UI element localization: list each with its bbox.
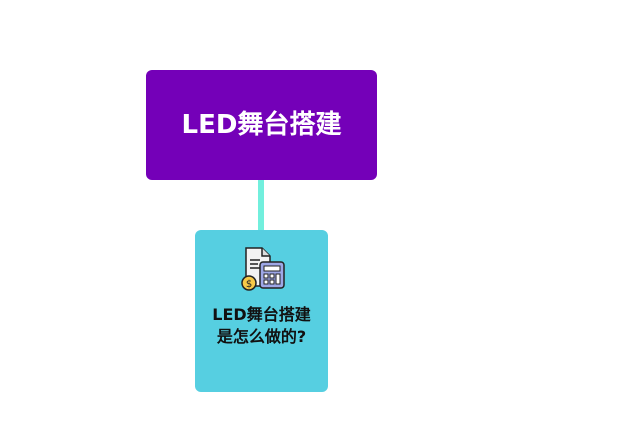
root-node-label: LED舞台搭建 (181, 110, 342, 140)
connector-line (258, 180, 264, 230)
child-node-label: LED舞台搭建是怎么做的? (212, 305, 311, 346)
invoice-calculator-icon: $ (240, 247, 285, 291)
root-node[interactable]: LED舞台搭建 (146, 70, 377, 180)
svg-text:$: $ (245, 279, 251, 290)
child-node[interactable]: $ LED舞台搭建是怎么做的? (195, 230, 328, 392)
